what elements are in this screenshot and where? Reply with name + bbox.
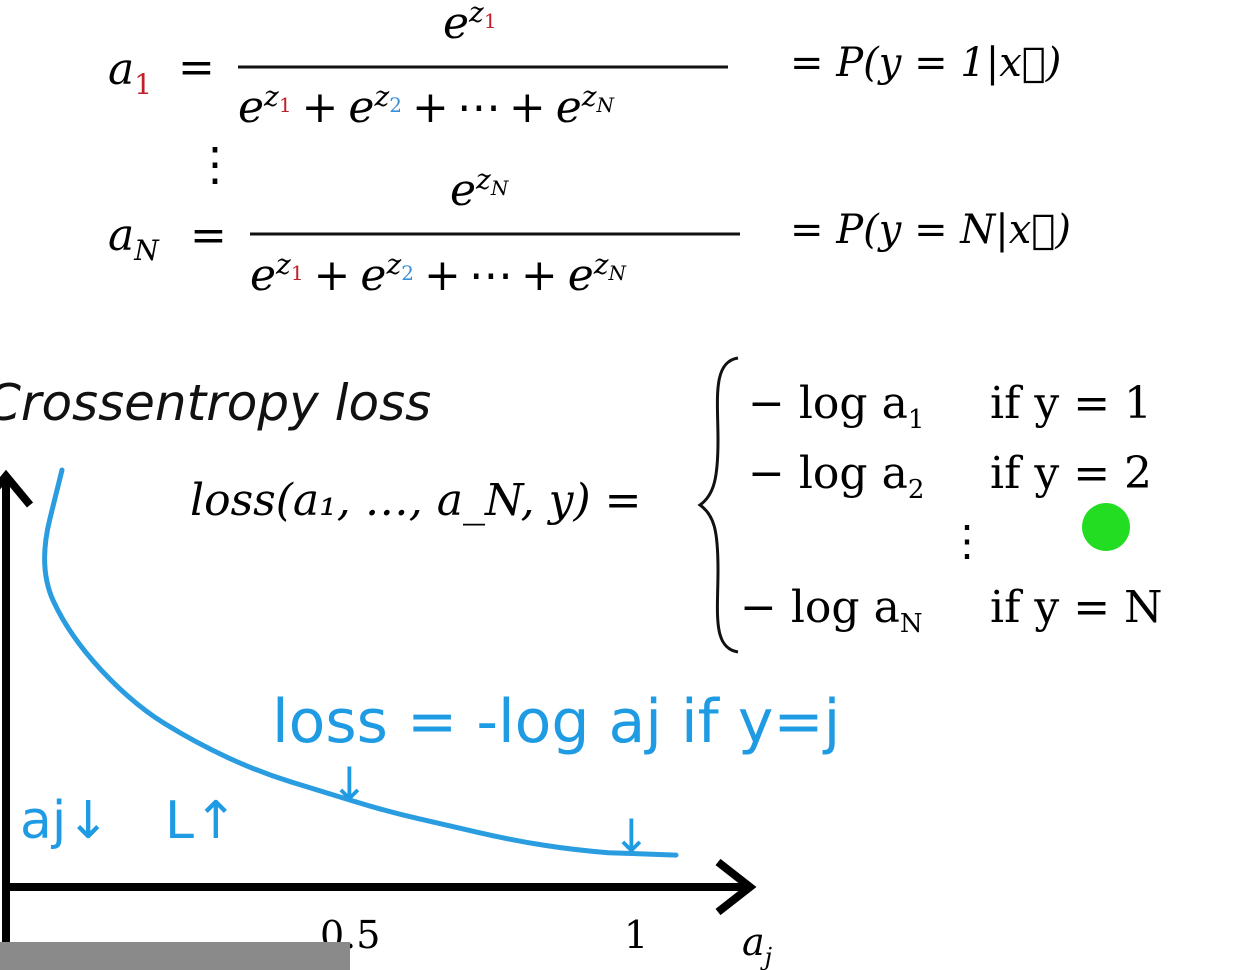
eqN-lhs: aN xyxy=(108,210,160,267)
y-axis-arrow xyxy=(0,469,34,508)
loss-curve xyxy=(42,467,679,858)
case-1-cond: if y = 1 xyxy=(990,378,1152,429)
handwritten-aj-down: aj↓ xyxy=(20,791,110,851)
loss-plot: 0.5 1 aj xyxy=(0,467,773,970)
loss-function: loss(a₁, …, a_N, y) = xyxy=(190,475,641,526)
crossentropy-heading: Crossentropy loss xyxy=(0,374,431,432)
case-2-expr: − log a2 xyxy=(748,448,924,505)
handwritten-loss-note: loss = -log aj if y=j xyxy=(272,687,840,757)
eq1-equals: = xyxy=(178,42,215,93)
pointer-dot xyxy=(1082,503,1130,551)
arrow-down-mid: ↓ xyxy=(330,757,369,811)
eqN-denominator: ez1+ez2+⋯+ezN xyxy=(250,248,628,301)
softmax-vdots: ⋮ xyxy=(192,137,238,191)
case-2-cond: if y = 2 xyxy=(990,448,1152,499)
cases-vdots: ⋮ xyxy=(946,516,988,565)
handwritten-L-up: L↑ xyxy=(165,791,238,851)
x-axis-label: aj xyxy=(742,920,773,970)
cases: − log a1 if y = 1 − log a2 if y = 2 ⋮ − … xyxy=(740,378,1163,639)
eqN-equals: = xyxy=(190,210,227,261)
eq1-lhs: a1 xyxy=(108,44,152,101)
x-axis-arrow xyxy=(715,858,757,916)
case-N-cond: if y = N xyxy=(990,582,1163,633)
case-1-expr: − log a1 xyxy=(748,378,924,435)
softmax-eqN: aN = ezN ez1+ez2+⋯+ezN = P(y = N|x⃗) xyxy=(108,163,1071,301)
cases-brace xyxy=(697,356,739,654)
softmax-eq1: a1 = ez1 ez1+ez2+⋯+ezN = P(y = 1|x⃗) xyxy=(108,0,1061,133)
x-tick-label-1: 1 xyxy=(624,913,648,957)
eq1-probability: = P(y = 1|x⃗) xyxy=(790,40,1061,86)
arrow-down-right: ↓ xyxy=(612,809,651,863)
eq1-numerator: ez1 xyxy=(443,0,497,49)
eqN-probability: = P(y = N|x⃗) xyxy=(790,207,1071,253)
subtitle-bar xyxy=(0,942,350,970)
eq1-denominator: ez1+ez2+⋯+ezN xyxy=(238,80,616,133)
eqN-numerator: ezN xyxy=(450,163,510,216)
case-N-expr: − log aN xyxy=(740,582,923,639)
